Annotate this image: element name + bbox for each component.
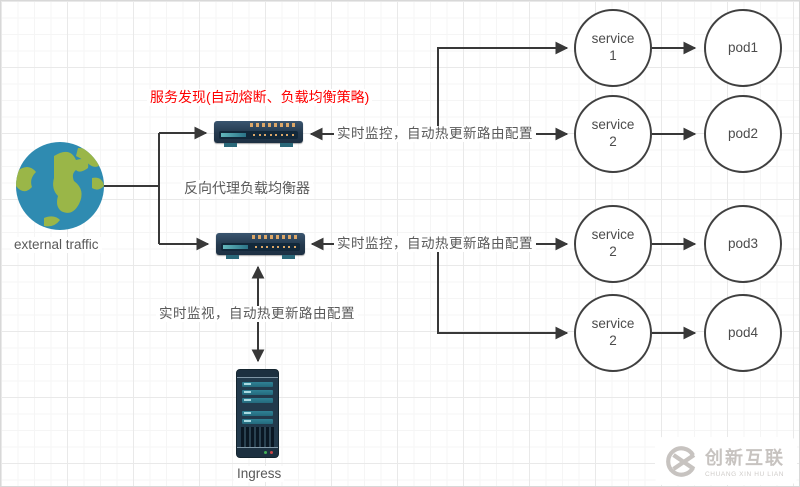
edge-branch-service4 [437, 244, 569, 340]
pod-label: pod2 [727, 125, 759, 141]
node-pod-1: pod1 [704, 9, 782, 87]
annotation-monitor-ingress: 实时监视，自动热更新路由配置 [156, 306, 358, 323]
annotation-service-discovery: 服务发现(自动熔断、负载均衡策略) [147, 89, 373, 106]
node-service-3: service 2 [574, 205, 652, 283]
switch-lights [252, 235, 297, 239]
watermark-title: 创新互联 [705, 448, 785, 468]
service-label: service [591, 227, 635, 243]
annotation-reverse-proxy: 反向代理负载均衡器 [181, 180, 313, 197]
service-number: 2 [609, 333, 617, 348]
server-led-green [264, 451, 267, 454]
label-ingress: Ingress [234, 466, 285, 483]
service-label: service [591, 117, 635, 133]
server-led-red [270, 451, 273, 454]
pod-label: pod3 [727, 235, 759, 251]
edge-branch-service1 [437, 41, 569, 134]
service-label: service [591, 316, 635, 332]
service-number: 2 [609, 244, 617, 259]
network-switch-icon [214, 121, 303, 147]
node-service-2: service 2 [574, 95, 652, 173]
pod-label: pod4 [727, 324, 759, 340]
node-pod-4: pod4 [704, 294, 782, 372]
network-switch-icon [216, 233, 305, 259]
node-service-4: service 2 [574, 294, 652, 372]
annotation-monitor-bottom: 实时监控，自动热更新路由配置 [334, 236, 536, 253]
globe-icon [16, 142, 104, 230]
service-label: service [591, 31, 635, 47]
pod-label: pod1 [727, 39, 759, 55]
service-number: 2 [609, 134, 617, 149]
watermark: 创新互联 CHUANG XIN HU LIAN [655, 437, 797, 485]
annotation-monitor-top: 实时监控，自动热更新路由配置 [334, 126, 536, 143]
node-pod-3: pod3 [704, 205, 782, 283]
server-tower-icon [236, 369, 279, 458]
node-service-1: service 1 [574, 9, 652, 87]
service-number: 1 [609, 48, 617, 63]
switch-panel [221, 243, 300, 251]
switch-panel [219, 131, 298, 139]
switch-lights [250, 123, 295, 127]
watermark-subtitle: CHUANG XIN HU LIAN [705, 471, 785, 478]
label-external-traffic: external traffic [11, 237, 102, 254]
node-pod-2: pod2 [704, 95, 782, 173]
cx-logo-icon [666, 445, 696, 477]
